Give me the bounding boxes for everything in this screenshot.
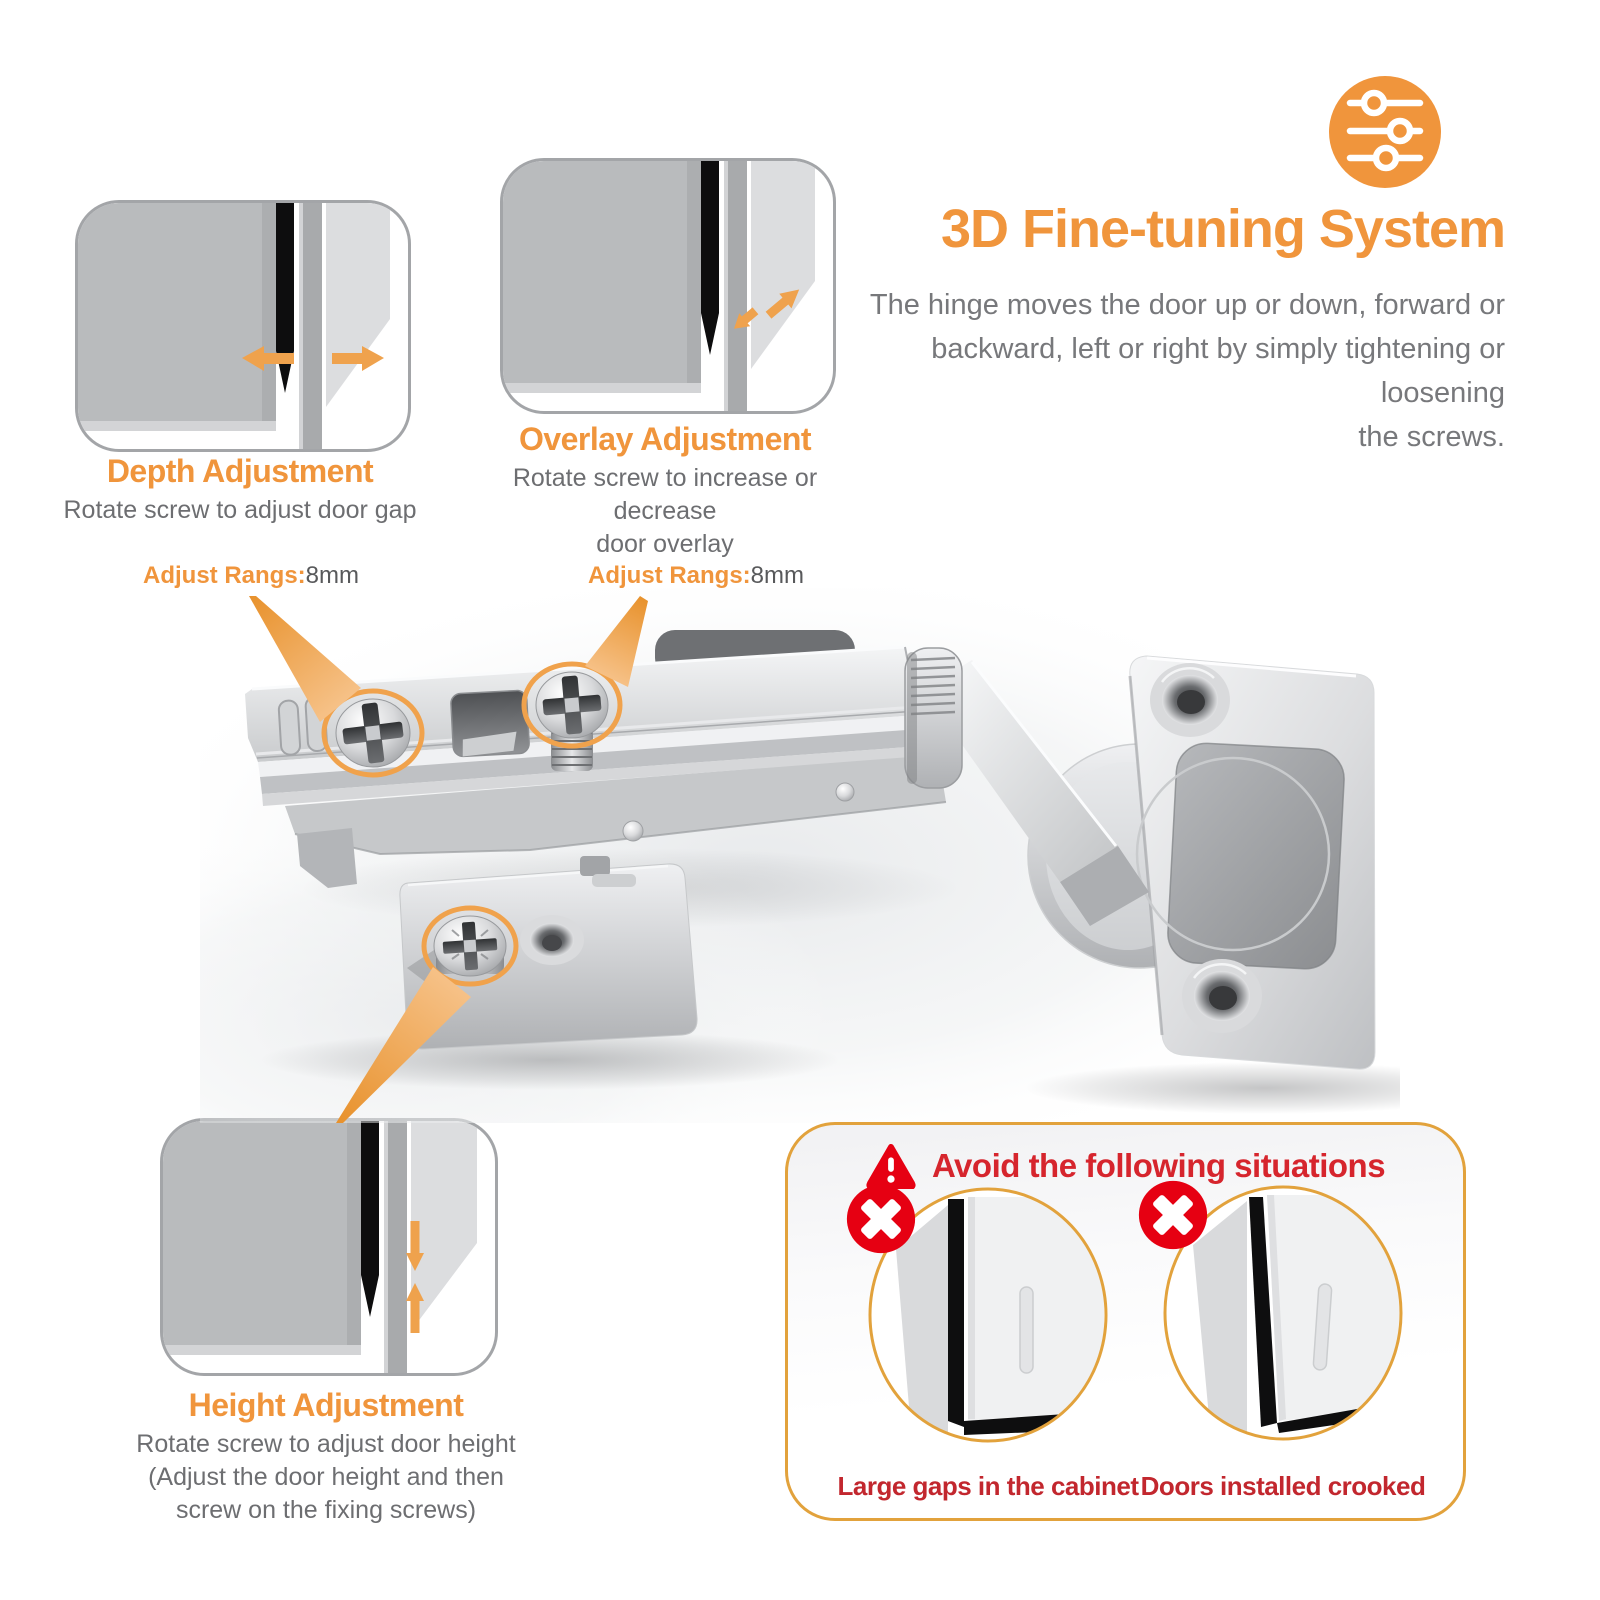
hinge-knuckle	[904, 647, 963, 789]
overlay-diagram	[500, 158, 836, 414]
overlay-caption: Overlay Adjustment Rotate screw to incre…	[480, 420, 850, 561]
depth-desc: Rotate screw to adjust door gap	[63, 496, 417, 524]
depth-pointer-beam	[249, 596, 361, 722]
page-title: 3D Fine-tuning System	[940, 199, 1506, 259]
arm-window-cutout	[450, 689, 530, 758]
depth-title: Depth Adjustment	[106, 453, 374, 489]
height-arrows	[406, 1221, 424, 1333]
cross-badge-icon	[845, 1183, 917, 1255]
cup-screw-hole-top	[1150, 663, 1230, 737]
height-title: Height Adjustment	[188, 1387, 464, 1423]
warning-title: Avoid the following situations	[931, 1147, 1386, 1184]
overlay-adjust-screw	[521, 661, 623, 771]
depth-diagram	[75, 200, 411, 452]
overlay-desc: Rotate screw to increase or decrease doo…	[512, 464, 818, 558]
header-description-line: the screws.	[1358, 421, 1505, 453]
height-caption: Height Adjustment Rotate screw to adjust…	[126, 1386, 526, 1527]
door-handle	[1019, 1286, 1034, 1374]
adjust-range-callout-depth: Adjust Rangs:8mm	[143, 562, 360, 589]
crooked-door-figure	[1163, 1185, 1403, 1441]
base-plate-fixing-hole	[520, 915, 584, 965]
adjust-range-callout-overlay: Adjust Rangs:8mm	[588, 562, 805, 589]
arm-embossed-slots	[277, 696, 328, 756]
height-adjust-screw	[421, 905, 519, 987]
height-diagram	[160, 1118, 498, 1376]
cross-badge-icon	[1137, 1179, 1209, 1251]
height-pointer-beam	[336, 967, 471, 1123]
warning-caption-crooked: Doors installed crooked	[1140, 1471, 1426, 1501]
depth-screw-highlight-ring	[321, 688, 425, 778]
overlay-pointer-beam	[585, 596, 648, 687]
warning-panel: Avoid the following situations	[785, 1122, 1466, 1521]
large-gap-figure	[868, 1187, 1108, 1443]
warning-header: Avoid the following situations	[788, 1143, 1463, 1191]
height-desc: Rotate screw to adjust door height (Adju…	[136, 1430, 516, 1524]
header-description: The hinge moves the door up or down, for…	[845, 283, 1505, 459]
overlay-screw-highlight-ring	[521, 661, 623, 749]
tuning-sliders-icon	[1328, 75, 1442, 189]
depth-caption: Depth Adjustment Rotate screw to adjust …	[55, 452, 425, 527]
hinge-photo	[200, 588, 1400, 1123]
door-handle	[1312, 1283, 1333, 1371]
depth-arrows	[242, 346, 384, 371]
depth-adjust-screw	[321, 688, 425, 778]
header-description-line: The hinge moves the door up or down, for…	[869, 289, 1505, 321]
overlay-arrows	[734, 289, 800, 329]
warning-caption-gaps: Large gaps in the cabinet	[837, 1471, 1139, 1501]
overlay-title: Overlay Adjustment	[518, 421, 812, 457]
header-description-line: backward, left or right by simply tighte…	[931, 333, 1505, 409]
height-screw-highlight-ring	[421, 905, 519, 987]
cup-screw-hole-bottom	[1182, 959, 1262, 1033]
